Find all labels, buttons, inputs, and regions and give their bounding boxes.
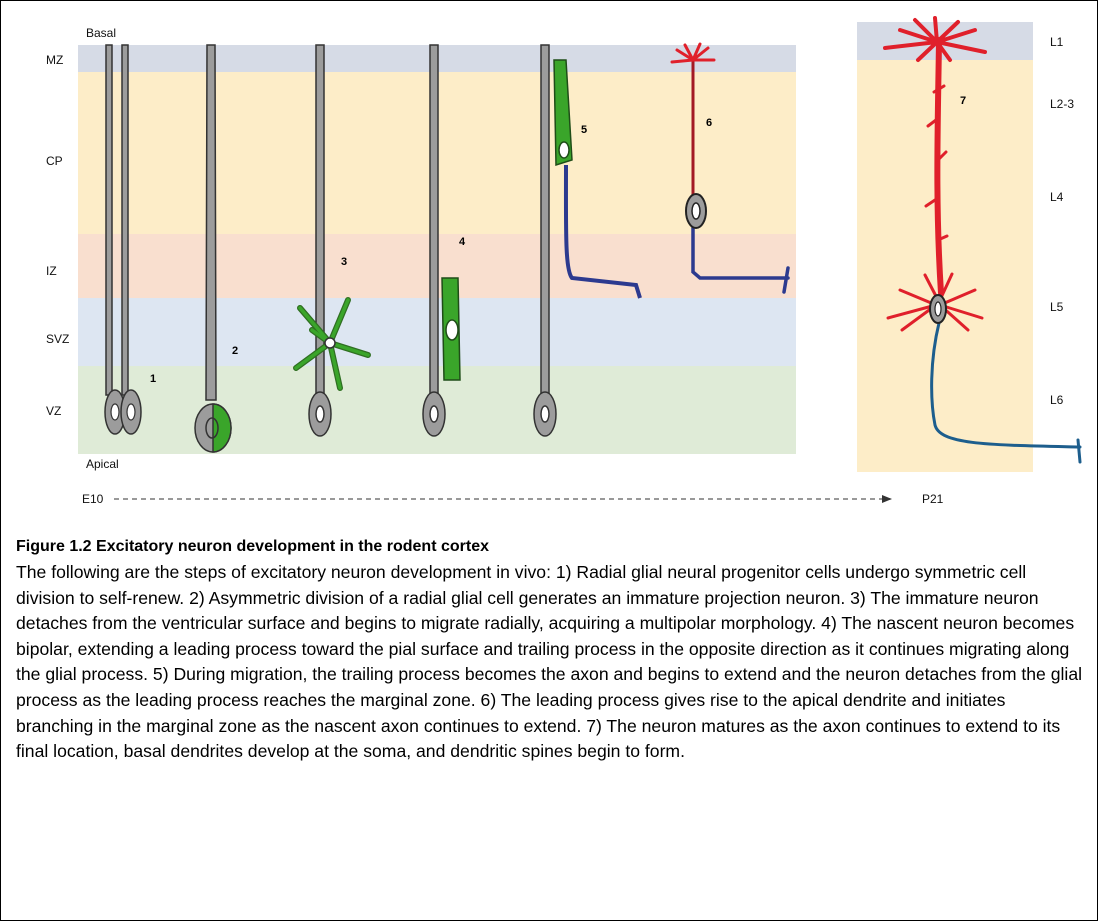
layer-label-l1: L1	[1050, 35, 1063, 49]
step-label-4: 4	[459, 236, 465, 248]
timeline-start-label: E10	[82, 492, 103, 506]
layer-label-l4: L4	[1050, 190, 1063, 204]
layer-label-l2-3: L2-3	[1050, 97, 1074, 111]
cortex-development-diagram	[0, 0, 1098, 530]
zone-label-iz: IZ	[46, 264, 57, 278]
layer-label-l5: L5	[1050, 300, 1063, 314]
caption-title: Figure 1.2 Excitatory neuron development…	[16, 536, 1084, 558]
zone-label-mz: MZ	[46, 53, 63, 67]
timeline-end-label: P21	[922, 492, 943, 506]
step-label-7: 7	[960, 95, 966, 107]
step-label-3: 3	[341, 256, 347, 268]
zone-label-svz: SVZ	[46, 332, 69, 346]
step-label-2: 2	[232, 345, 238, 357]
step-label-6: 6	[706, 117, 712, 129]
step-label-5: 5	[581, 124, 587, 136]
layer-label-l6: L6	[1050, 393, 1063, 407]
zone-label-vz: VZ	[46, 404, 61, 418]
apical-label: Apical	[86, 457, 119, 471]
basal-label: Basal	[86, 26, 116, 40]
mature-cortex-panel	[857, 22, 1033, 472]
caption-body: The following are the steps of excitator…	[16, 560, 1084, 765]
timeline-arrow	[114, 494, 894, 504]
bipolar-neuron	[442, 278, 460, 380]
step-label-1: 1	[150, 373, 156, 385]
zone-label-cp: CP	[46, 154, 63, 168]
figure-caption: Figure 1.2 Excitatory neuron development…	[16, 536, 1084, 765]
